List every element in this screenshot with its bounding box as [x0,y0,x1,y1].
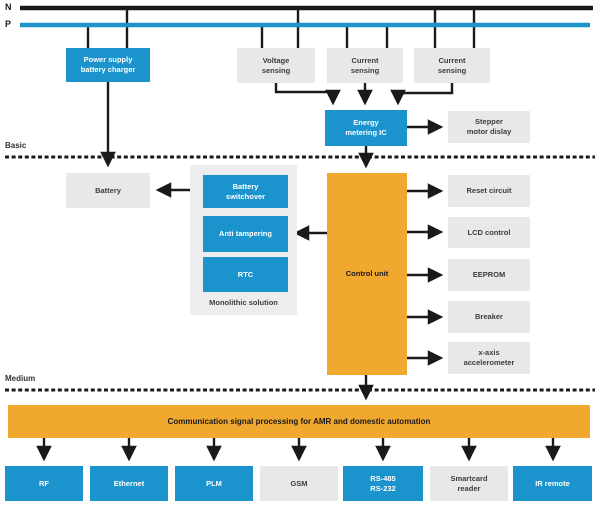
node-eeprom: EEPROM [448,259,530,291]
node-lcd-control: LCD control [448,217,530,248]
node-stepper-motor-display: Stepper motor dislay [448,111,530,143]
arrow-voltage-to-emic [274,83,341,106]
node-gsm: GSM [260,466,338,501]
node-smartcard-reader: Smartcard reader [430,466,508,501]
node-current-sensing-2: Current sensing [414,48,490,83]
arrow-current2-to-emic [390,83,454,106]
node-control-unit: Control unit [327,173,407,375]
node-breaker: Breaker [448,301,530,333]
node-battery-switchover: Battery switchover [203,175,288,208]
node-ir-remote: IR remote [513,466,592,501]
node-rs485-rs232: RS-485 RS-232 [343,466,423,501]
node-ethernet: Ethernet [90,466,168,501]
communication-signal-processing-bar: Communication signal processing for AMR … [8,405,590,438]
node-power-supply-battery-charger: Power supply battery charger [66,48,150,82]
node-rtc: RTC [203,257,288,292]
node-voltage-sensing: Voltage sensing [237,48,315,83]
medium-section-label: Medium [5,374,36,383]
neutral-bus-label: N [5,2,12,12]
arrow-connectors [36,82,561,462]
node-rf: RF [5,466,83,501]
phase-bus-label: P [5,19,12,29]
node-battery: Battery [66,173,150,208]
node-current-sensing-1: Current sensing [327,48,403,83]
node-anti-tampering: Anti tampering [203,216,288,252]
node-reset-circuit: Reset circuit [448,175,530,207]
node-energy-metering-ic: Energy metering IC [325,110,407,146]
node-plm: PLM [175,466,253,501]
bus-stubs [86,8,476,48]
basic-section-label: Basic [5,141,27,150]
monolithic-solution-caption: Monolithic solution [209,298,278,307]
node-x-axis-accelerometer: x-axis accelerometer [448,342,530,374]
